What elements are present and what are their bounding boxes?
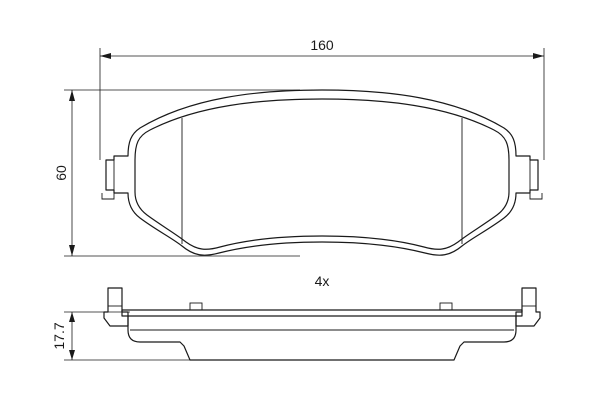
- left-ear-lower-tab: [101, 193, 115, 200]
- width-arrow-left: [100, 53, 111, 59]
- width-label: 160: [310, 37, 334, 53]
- width-dimension: 160: [99, 37, 545, 160]
- pad-front-view: [101, 89, 543, 256]
- thickness-dimension: 17.7: [51, 311, 190, 361]
- backing-plate-side: [121, 309, 523, 317]
- friction-block-side: [127, 315, 517, 361]
- thickness-arrow-top: [69, 312, 75, 322]
- pad-side-view: [103, 287, 541, 361]
- right-clip: [515, 287, 541, 327]
- friction-material-outline: [134, 98, 510, 250]
- thickness-arrow-bottom: [69, 350, 75, 360]
- height-arrow-top: [69, 90, 75, 101]
- backing-plate-outline: [105, 89, 539, 256]
- left-clip: [103, 287, 129, 327]
- height-dimension: 60: [53, 89, 300, 257]
- top-tab-left: [189, 302, 203, 311]
- right-ear-tab: [529, 159, 539, 191]
- quantity-label: 4x: [315, 273, 330, 289]
- height-label: 60: [53, 165, 69, 181]
- left-ear-tab: [105, 159, 115, 191]
- right-ear-lower-tab: [529, 193, 543, 200]
- height-arrow-bottom: [69, 245, 75, 256]
- top-tab-right: [439, 302, 453, 311]
- width-arrow-right: [533, 53, 544, 59]
- thickness-label: 17.7: [51, 322, 67, 349]
